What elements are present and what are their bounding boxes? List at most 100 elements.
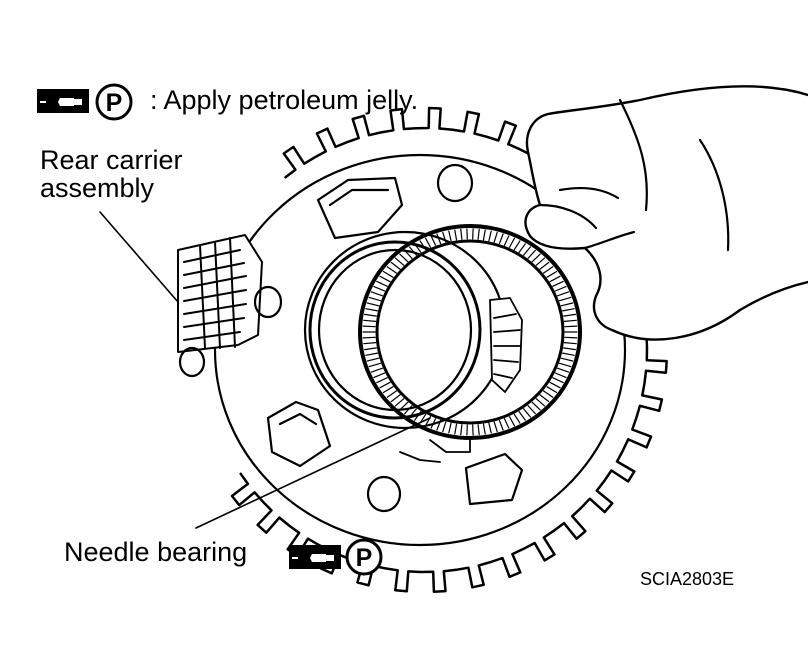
inner-pinion-teeth <box>399 297 523 463</box>
needle-roller <box>552 280 564 287</box>
needle-roller <box>493 421 498 433</box>
needle-roller <box>482 423 486 435</box>
needle-roller <box>508 416 516 427</box>
needle-roller <box>518 243 526 253</box>
needle-roller <box>561 352 575 356</box>
needle-roller <box>436 233 442 245</box>
needle-roller <box>366 357 380 362</box>
needle-roller <box>493 231 498 243</box>
needle-roller <box>564 336 578 339</box>
needle-roller <box>404 405 413 415</box>
grease-gun-icon <box>289 545 341 569</box>
needle-roller <box>399 401 409 411</box>
needle-roller <box>542 390 554 398</box>
needle-roller <box>376 280 388 287</box>
needle-roller <box>454 229 458 241</box>
needle-roller <box>527 249 536 259</box>
needle-roller <box>436 419 442 431</box>
hand-finger-line-3 <box>558 187 620 200</box>
needle-roller <box>522 246 532 256</box>
needle-roller <box>363 319 377 322</box>
needle-roller <box>535 257 546 266</box>
needle-roller <box>454 423 458 435</box>
hand-outline <box>524 85 808 341</box>
needle-roller <box>363 342 377 345</box>
svg-text:P: P <box>106 89 123 117</box>
needle-roller <box>394 257 405 266</box>
legend-text: : Apply petroleum jelly. <box>150 85 419 115</box>
needle-roller <box>362 336 376 339</box>
hand-finger-line-1 <box>538 203 598 230</box>
needle-roller <box>563 342 577 345</box>
needle-roller <box>531 253 541 263</box>
needle-roller <box>382 270 394 278</box>
needle-roller <box>558 362 572 368</box>
needle-roller <box>488 230 492 242</box>
needle-roller <box>460 424 463 436</box>
needle-roller <box>482 229 486 241</box>
leader-rear-carrier <box>99 211 179 303</box>
needle-roller <box>370 367 384 373</box>
grease-gun-icon <box>37 89 89 113</box>
needle-roller <box>535 398 546 407</box>
needle-roller <box>531 401 541 411</box>
needle-roller <box>414 411 422 421</box>
needle-roller <box>546 270 558 278</box>
leader-needle-bearing <box>195 417 431 529</box>
carrier-flange-ring <box>213 153 627 547</box>
needle-roller <box>442 231 447 243</box>
needle-roller <box>546 386 558 394</box>
needle-roller <box>554 286 567 292</box>
needle-roller <box>539 261 550 270</box>
needle-roller <box>370 291 384 297</box>
needle-roller <box>522 408 532 418</box>
callout-rear-carrier-assembly: Rear carrier assembly <box>40 145 183 204</box>
needle-roller <box>399 253 409 263</box>
needle-roller <box>498 419 504 431</box>
needle-roller <box>368 362 382 368</box>
needle-roller <box>379 381 391 389</box>
needle-roller <box>430 235 437 246</box>
needle-roller <box>386 390 398 398</box>
needle-roller <box>368 296 382 302</box>
needle-roller <box>503 418 510 429</box>
needle-roller <box>394 398 405 407</box>
needle-roller <box>556 291 570 297</box>
needle-roller <box>379 275 391 283</box>
carrier-hub-ring <box>308 240 482 420</box>
needle-roller <box>503 235 510 246</box>
callout-needle-bearing: Needle bearing <box>64 537 248 567</box>
needle-roller <box>513 240 521 251</box>
needle-roller <box>562 313 577 317</box>
letter-p-circle-icon: P <box>345 538 383 576</box>
left-gear-teeth <box>177 234 263 353</box>
needle-roller <box>386 266 398 274</box>
needle-roller <box>562 347 577 351</box>
needle-roller <box>498 233 504 245</box>
hand-knuckle-line <box>618 98 648 212</box>
needle-roller <box>513 413 521 424</box>
needle-roller <box>477 228 480 240</box>
needle-roller <box>477 424 480 436</box>
carrier-hole-left-low <box>178 346 206 378</box>
needle-roller <box>549 275 561 283</box>
needle-roller <box>414 243 422 253</box>
needle-roller <box>539 394 550 403</box>
carrier-window-bottom-right <box>464 452 524 506</box>
needle-bearing-inner <box>375 239 565 425</box>
needle-roller <box>409 408 417 418</box>
needle-roller <box>560 302 574 307</box>
hand-finger-line-2 <box>583 230 636 250</box>
needle-bearing-rollers <box>362 228 578 436</box>
needle-roller <box>365 308 379 312</box>
needle-roller <box>382 386 394 394</box>
carrier-window-bottom-left-inner <box>278 412 318 426</box>
needle-roller <box>425 237 432 248</box>
svg-text:P: P <box>356 544 373 572</box>
needle-bearing-outer <box>358 224 582 440</box>
needle-roller <box>362 325 376 328</box>
needle-roller <box>527 405 536 415</box>
figure-code: SCIA2803E <box>640 569 735 589</box>
needle-roller <box>419 240 427 251</box>
